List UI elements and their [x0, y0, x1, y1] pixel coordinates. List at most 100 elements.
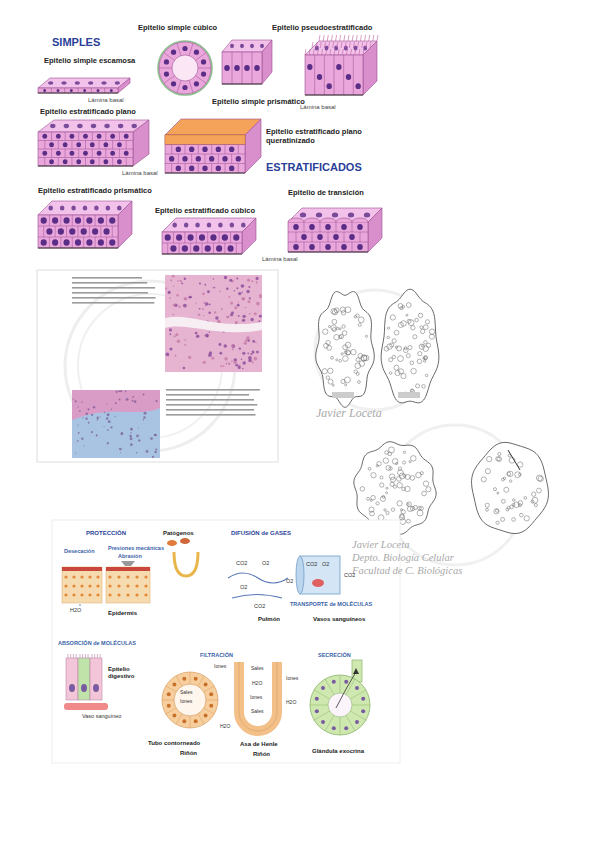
- epithelium-figure-shape: [97, 151, 102, 156]
- epithelium-figure-shape: [98, 217, 104, 224]
- epithelium-figure-shape: [57, 89, 60, 92]
- histology-panel-shape: [238, 366, 241, 369]
- gland-drawings-shape: [411, 326, 415, 330]
- figure-label: Epitelio estratificado prismático: [38, 187, 152, 196]
- epithelium-figure-shape: [225, 164, 226, 174]
- histology-panel-shape: [245, 307, 247, 309]
- histology-panel-shape: [152, 456, 154, 458]
- epithelium-figure-shape: [38, 120, 149, 132]
- gland-drawings-shape: [513, 499, 516, 502]
- functions-figure-shape: [209, 692, 213, 696]
- epithelium-figure-shape: [325, 244, 331, 250]
- gland-drawings-shape: [426, 487, 431, 492]
- gland-drawings-shape: [493, 488, 496, 491]
- histology-panel-shape: [122, 432, 123, 433]
- figure-label: Riñón: [253, 751, 270, 758]
- histology-panel-shape: [204, 284, 206, 286]
- functions-figure-shape: [135, 575, 138, 578]
- functions-figure-shape: [340, 717, 341, 735]
- epithelium-figure-shape: [83, 215, 84, 226]
- histology-panel-shape: [242, 352, 245, 355]
- epithelium-figure-shape: [71, 141, 72, 150]
- epithelium-figure-shape: [38, 201, 132, 215]
- epithelium-figure-shape: [216, 245, 222, 252]
- epithelium-figure-shape: [176, 165, 181, 171]
- histology-panel-shape: [87, 408, 89, 410]
- epithelium-figure-shape: [353, 42, 354, 48]
- epithelium-figure-shape: [49, 215, 50, 226]
- histology-panel-shape: [138, 439, 140, 441]
- histology-panel-shape: [249, 297, 251, 299]
- histology-panel-shape: [223, 365, 225, 367]
- epithelium-figure-shape: [110, 89, 113, 92]
- gland-drawings-shape: [411, 368, 417, 374]
- molecule-label: Sales: [251, 666, 264, 672]
- histology-panel-shape: [183, 367, 186, 370]
- histology-panel-shape: [130, 432, 131, 433]
- gland-drawings-shape: [399, 515, 404, 520]
- gland-drawings-shape: [501, 517, 505, 521]
- epithelium-figure-shape: [61, 81, 66, 85]
- epithelium-figure-shape: [63, 239, 69, 246]
- epithelium-figure-shape: [164, 76, 175, 84]
- functions-figure-shape: [96, 584, 99, 587]
- function-heading: FILTRACIÓN: [200, 652, 233, 658]
- epithelium-figure-shape: [83, 89, 86, 92]
- epithelium-figure-shape: [219, 232, 220, 243]
- epithelium-figure-shape: [104, 88, 105, 93]
- gland-drawings-shape: [358, 323, 361, 326]
- epithelium-figure-shape: [65, 132, 66, 141]
- epithelium-figure-shape: [184, 222, 189, 227]
- histology-panel-shape: [143, 416, 146, 419]
- histology-panel-shape: [119, 448, 122, 451]
- epithelium-figure-shape: [355, 49, 356, 55]
- functions-figure-shape: [361, 709, 365, 713]
- gland-drawings-shape: [369, 507, 374, 512]
- epithelium-figure-shape: [201, 59, 206, 64]
- epithelium-figure-shape: [293, 244, 299, 250]
- epithelium-figure-shape: [224, 243, 225, 254]
- gland-drawings-shape: [400, 514, 404, 518]
- gland-drawings-shape: [407, 506, 412, 511]
- epithelium-figure-shape: [365, 35, 366, 41]
- epithelium-figure-shape: [336, 242, 337, 252]
- molecule-label: CO2: [344, 572, 355, 578]
- gland-drawings-shape: [406, 303, 411, 308]
- histology-panel-shape: [248, 300, 251, 303]
- epithelium-figure-shape: [63, 142, 68, 147]
- epithelium-figure-shape: [357, 244, 363, 250]
- functions-figure-shape: [64, 703, 108, 710]
- part-label: Lámina basal: [122, 170, 158, 177]
- epithelium-figure-shape: [65, 149, 66, 158]
- gland-drawings-shape: [341, 353, 343, 355]
- figure-label: Epitelio simple cúbico: [138, 24, 217, 33]
- histology-panel-shape: [236, 277, 238, 279]
- functions-figure-shape: [344, 726, 348, 730]
- epithelium-figure-shape: [103, 142, 108, 147]
- figure-label: Epitelio digestivo: [108, 666, 144, 680]
- histology-panel-shape: [73, 398, 74, 399]
- gland-drawings-shape: [416, 384, 420, 388]
- histology-panel-shape: [258, 320, 260, 322]
- histology-panel-shape: [115, 402, 117, 404]
- epithelium-figure-shape: [185, 145, 186, 155]
- histology-panel-shape: [220, 365, 222, 367]
- gland-drawings-shape: [509, 480, 511, 482]
- epithelium-figure-shape: [222, 52, 262, 84]
- histology-panel-shape: [120, 432, 123, 435]
- gland-drawings-shape: [339, 359, 342, 362]
- epithelium-figure-shape: [340, 35, 341, 41]
- epithelium-figure-shape: [363, 41, 377, 95]
- epithelium-figure-shape: [198, 145, 199, 155]
- gland-drawings-shape: [472, 442, 549, 533]
- histology-panel-shape: [219, 290, 221, 292]
- epithelium-figure-shape: [191, 154, 192, 164]
- histology-panel-shape: [107, 429, 109, 431]
- gland-drawings-shape: [399, 473, 405, 479]
- epithelium-figure-shape: [222, 156, 227, 162]
- gland-drawings-shape: [422, 491, 427, 496]
- epithelium-figure-shape: [38, 247, 118, 248]
- epithelium-figure-shape: [202, 165, 207, 171]
- histology-panel-shape: [75, 400, 77, 402]
- epithelium-figure-shape: [326, 83, 331, 89]
